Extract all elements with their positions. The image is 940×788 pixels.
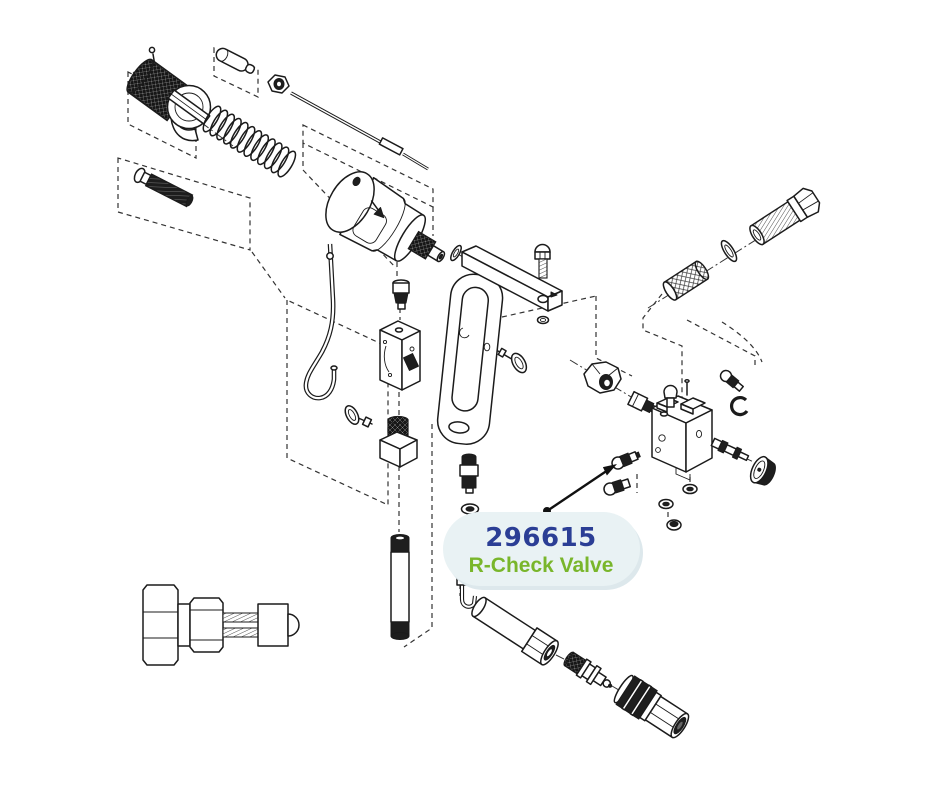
knurl-block — [379, 415, 418, 468]
return-spring — [202, 105, 297, 178]
handle-grip — [126, 58, 212, 142]
callout-part-number: 296615 — [485, 523, 597, 553]
check-valve-plug — [611, 451, 641, 470]
bracket-arm — [461, 245, 563, 312]
trigger-valve-block — [379, 320, 421, 391]
anchor-sleeve — [662, 260, 710, 301]
side-fitting-assembly — [142, 584, 300, 666]
adjuster-knob — [749, 455, 776, 486]
thumbscrew-small — [344, 405, 373, 428]
j-tube — [303, 243, 338, 401]
anchor-bolt — [749, 187, 821, 246]
arm-washer — [536, 315, 550, 325]
button-screw — [663, 384, 678, 408]
valve-stem — [563, 651, 613, 688]
hose-tube — [471, 596, 559, 666]
anchor-washer — [720, 239, 738, 263]
dowel-pin — [215, 47, 256, 74]
adjuster-stem — [710, 437, 750, 462]
callout-part-name: R-Check Valve — [469, 554, 614, 577]
cap-bolt — [534, 243, 551, 279]
pilot-fitting — [719, 369, 744, 392]
grip-screw — [133, 167, 194, 208]
block-dome-screw — [666, 519, 682, 531]
check-valve-plug-2 — [603, 478, 632, 496]
block-washer-1 — [682, 483, 698, 495]
shaft-washer — [450, 244, 462, 262]
valve-block — [651, 395, 713, 481]
callout-badge[interactable]: 296615 R-Check Valve — [443, 512, 643, 590]
motor-housing — [325, 171, 446, 263]
bracket-channel — [436, 273, 504, 445]
roll-pin — [684, 379, 690, 396]
guide-rod — [390, 534, 410, 640]
c-clip — [730, 395, 749, 417]
quick-coupler — [613, 674, 690, 739]
channel-thumbscrew — [497, 347, 528, 374]
block-washer-2 — [658, 498, 674, 510]
push-rod — [290, 91, 429, 171]
block-nut — [583, 361, 622, 394]
muffler-fitting — [459, 453, 479, 494]
hex-nut-small — [267, 74, 290, 94]
inlet-fitting — [392, 279, 410, 310]
